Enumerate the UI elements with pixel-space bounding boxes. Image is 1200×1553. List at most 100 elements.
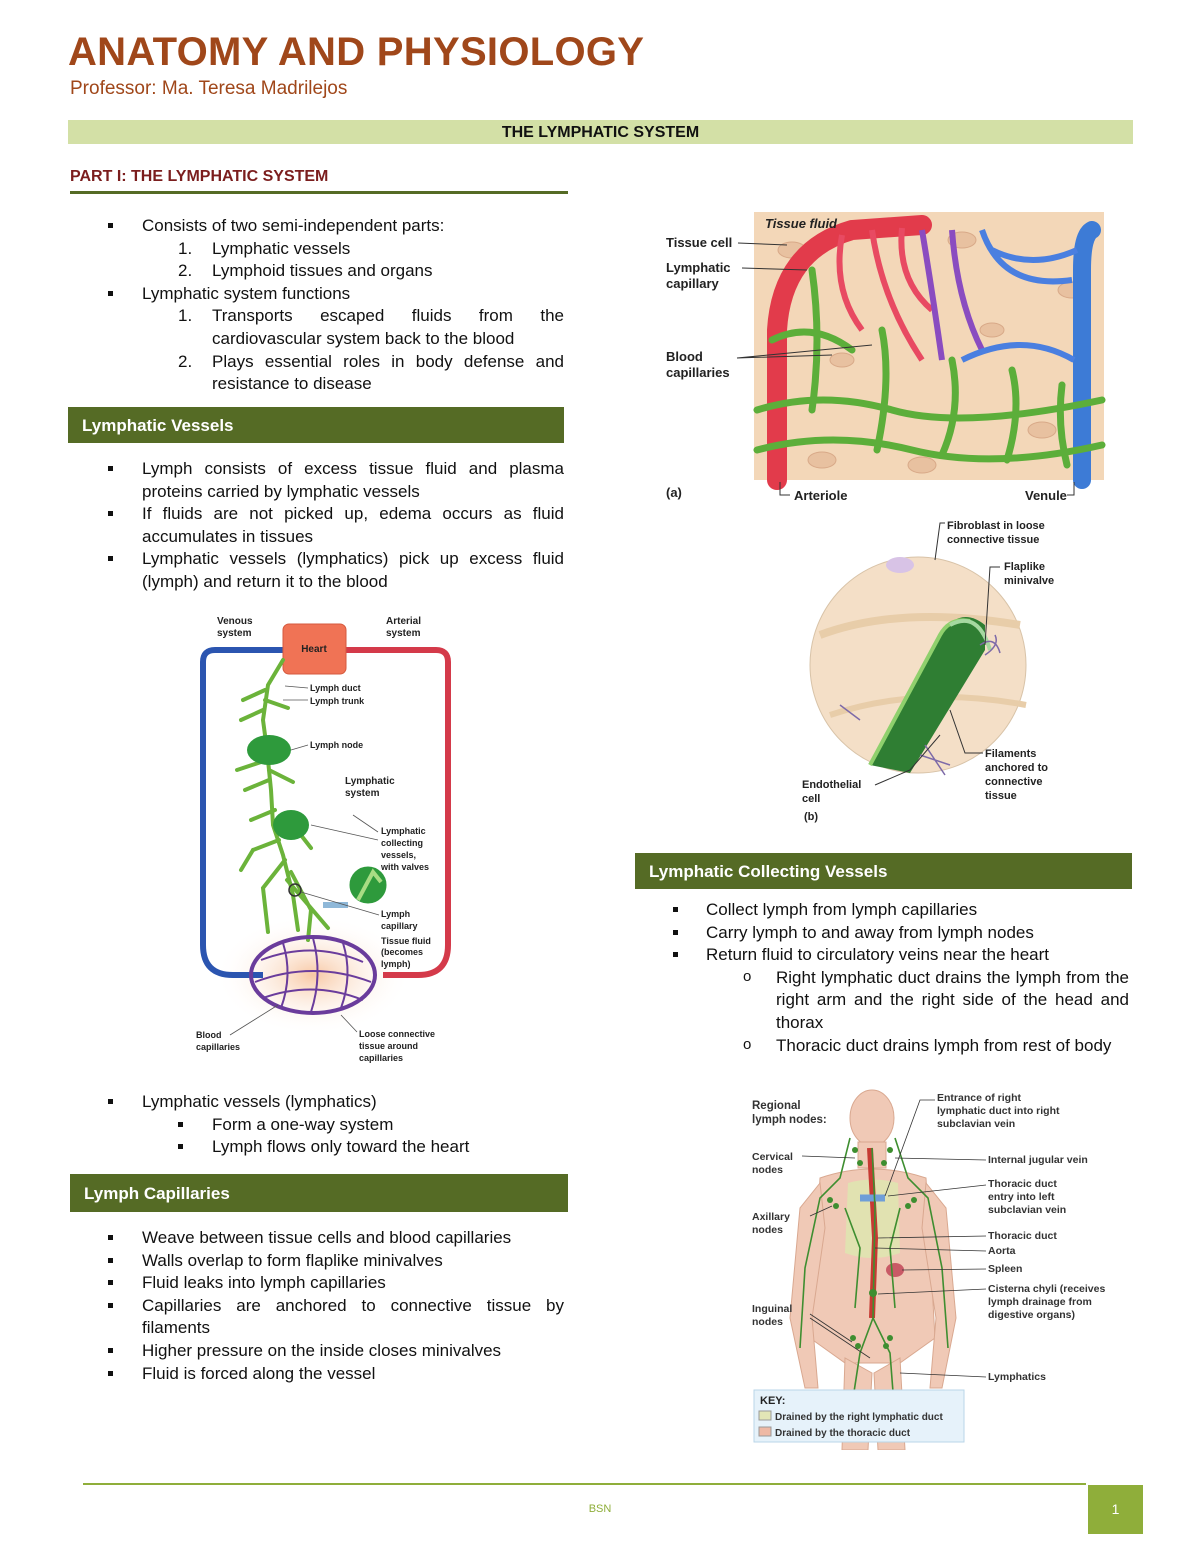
list-item: Lymphatic system functions xyxy=(108,283,564,306)
svg-text:Tissue fluid: Tissue fluid xyxy=(381,936,431,946)
svg-text:Arteriole: Arteriole xyxy=(794,488,847,503)
section-heading-lymphatic-vessels: Lymphatic Vessels xyxy=(68,407,564,443)
list-item: Walls overlap to form flaplike minivalve… xyxy=(108,1250,564,1273)
svg-text:Lymphatics: Lymphatics xyxy=(988,1371,1046,1383)
section-heading-collecting-vessels: Lymphatic Collecting Vessels xyxy=(635,853,1132,889)
section-heading-lymph-capillaries: Lymph Capillaries xyxy=(70,1174,568,1212)
lymph-nodes-body-figure: Regional lymph nodes: Cervical nodes Axi… xyxy=(750,1088,1120,1451)
svg-text:collecting: collecting xyxy=(381,838,423,848)
svg-text:minivalve: minivalve xyxy=(1004,575,1054,587)
svg-text:Inguinal: Inguinal xyxy=(752,1303,792,1315)
svg-text:subclavian vein: subclavian vein xyxy=(988,1204,1066,1216)
svg-text:Lymphatic: Lymphatic xyxy=(381,826,426,836)
svg-text:system: system xyxy=(217,628,252,639)
list-item: Capillaries are anchored to connective t… xyxy=(108,1295,564,1340)
svg-text:Drained by the thoracic duct: Drained by the thoracic duct xyxy=(775,1428,911,1439)
svg-text:Internal jugular vein: Internal jugular vein xyxy=(988,1154,1088,1166)
footer-rule xyxy=(83,1483,1086,1485)
part-heading: PART I: THE LYMPHATIC SYSTEM xyxy=(70,168,568,194)
svg-text:lymph nodes:: lymph nodes: xyxy=(752,1114,827,1126)
key-box xyxy=(753,1389,965,1443)
svg-text:Lymphatic: Lymphatic xyxy=(345,776,395,787)
svg-text:system: system xyxy=(386,628,421,639)
list-item: 2.Plays essential roles in body defense … xyxy=(178,351,564,394)
svg-text:capillaries: capillaries xyxy=(666,365,730,380)
list-item: Fluid is forced along the vessel xyxy=(108,1363,564,1386)
svg-text:capillaries: capillaries xyxy=(359,1053,403,1063)
svg-text:capillaries: capillaries xyxy=(196,1042,240,1052)
list-item: Carry lymph to and away from lymph nodes xyxy=(673,922,1129,945)
svg-text:Lymph: Lymph xyxy=(381,909,410,919)
heart-label: Heart xyxy=(301,644,327,655)
list-item: 1.Transports escaped fluids from the car… xyxy=(178,306,564,348)
capillary-bed-figure: Tissue fluid Tissue cell Lymphatic capil… xyxy=(662,210,1107,510)
svg-text:vessels,: vessels, xyxy=(381,850,416,860)
svg-text:capillary: capillary xyxy=(666,276,720,291)
svg-text:Aorta: Aorta xyxy=(988,1245,1016,1257)
minivalve-figure: Fibroblast in loose connective tissue Fl… xyxy=(800,515,1100,830)
svg-text:lymph): lymph) xyxy=(381,959,411,969)
list-item: Fluid leaks into lymph capillaries xyxy=(108,1272,564,1295)
svg-text:capillary: capillary xyxy=(381,921,418,931)
lymphatics-detail-list: Lymphatic vessels (lymphatics) Form a on… xyxy=(108,1091,564,1159)
list-item: Consists of two semi-independent parts: xyxy=(108,215,564,238)
svg-text:Tissue cell: Tissue cell xyxy=(666,235,732,250)
list-item: Form a one-way system xyxy=(178,1114,564,1137)
svg-text:lymph drainage from: lymph drainage from xyxy=(988,1296,1092,1308)
list-item: 1.Lymphatic vessels xyxy=(178,238,351,258)
lymph-capillaries-list: Weave between tissue cells and blood cap… xyxy=(108,1227,564,1385)
svg-text:cell: cell xyxy=(802,793,820,805)
svg-text:Lymph duct: Lymph duct xyxy=(310,683,361,693)
key-title: KEY: xyxy=(760,1395,785,1407)
svg-text:Drained by the right lymphatic: Drained by the right lymphatic duct xyxy=(775,1412,943,1423)
svg-text:Cervical: Cervical xyxy=(752,1151,793,1163)
list-item: If fluids are not picked up, edema occur… xyxy=(108,503,564,548)
lymph-node-shape xyxy=(247,735,291,765)
svg-text:Venous: Venous xyxy=(217,616,253,627)
list-item: Collect lymph from lymph capillaries xyxy=(673,899,1129,922)
heart-shape xyxy=(282,623,347,675)
svg-text:Lymph trunk: Lymph trunk xyxy=(310,696,365,706)
svg-text:Lymphatic: Lymphatic xyxy=(666,260,731,275)
svg-text:Blood: Blood xyxy=(666,349,703,364)
svg-text:lymphatic duct into right: lymphatic duct into right xyxy=(937,1105,1060,1117)
svg-text:Regional: Regional xyxy=(752,1100,801,1112)
svg-text:Thoracic duct: Thoracic duct xyxy=(988,1230,1057,1242)
svg-text:Tissue fluid: Tissue fluid xyxy=(765,216,838,231)
footer-label: BSN xyxy=(588,1503,612,1515)
svg-text:nodes: nodes xyxy=(752,1316,783,1328)
list-item: Return fluid to circulatory veins near t… xyxy=(673,944,1129,967)
svg-text:Fibroblast in loose: Fibroblast in loose xyxy=(947,520,1045,532)
svg-text:Arterial: Arterial xyxy=(386,616,421,627)
collecting-vessels-list: Collect lymph from lymph capillaries Car… xyxy=(673,899,1129,1057)
list-item: Lymphatic vessels (lymphatics) pick up e… xyxy=(108,548,564,593)
intro-list: Consists of two semi-independent parts: … xyxy=(108,215,564,396)
topic-banner: THE LYMPHATIC SYSTEM xyxy=(68,120,1133,144)
svg-text:entry into left: entry into left xyxy=(988,1191,1055,1203)
lymphatic-vessels-list: Lymph consists of excess tissue fluid an… xyxy=(108,458,564,594)
svg-text:(becomes: (becomes xyxy=(381,947,423,957)
svg-text:connective tissue: connective tissue xyxy=(947,534,1039,546)
svg-text:tissue: tissue xyxy=(985,790,1017,802)
page-number: 1 xyxy=(1088,1485,1143,1534)
svg-text:connective: connective xyxy=(985,776,1042,788)
svg-text:Entrance of right: Entrance of right xyxy=(937,1092,1022,1104)
svg-text:Blood: Blood xyxy=(196,1030,222,1040)
svg-text:Venule: Venule xyxy=(1025,488,1067,503)
svg-text:tissue around: tissue around xyxy=(359,1041,418,1051)
svg-text:Lymph node: Lymph node xyxy=(310,740,363,750)
svg-text:Filaments: Filaments xyxy=(985,748,1036,760)
list-item: Lymph consists of excess tissue fluid an… xyxy=(108,458,564,503)
list-item: Higher pressure on the inside closes min… xyxy=(108,1340,564,1363)
svg-text:nodes: nodes xyxy=(752,1224,783,1236)
svg-text:(b): (b) xyxy=(804,811,818,823)
svg-text:Cisterna chyli (receives: Cisterna chyli (receives xyxy=(988,1283,1105,1295)
svg-text:nodes: nodes xyxy=(752,1164,783,1176)
svg-text:Axillary: Axillary xyxy=(752,1211,790,1223)
svg-text:(a): (a) xyxy=(666,485,682,500)
svg-text:Endothelial: Endothelial xyxy=(802,779,861,791)
professor-line: Professor: Ma. Teresa Madrilejos xyxy=(70,78,348,99)
list-item: Lymph flows only toward the heart xyxy=(178,1136,564,1159)
